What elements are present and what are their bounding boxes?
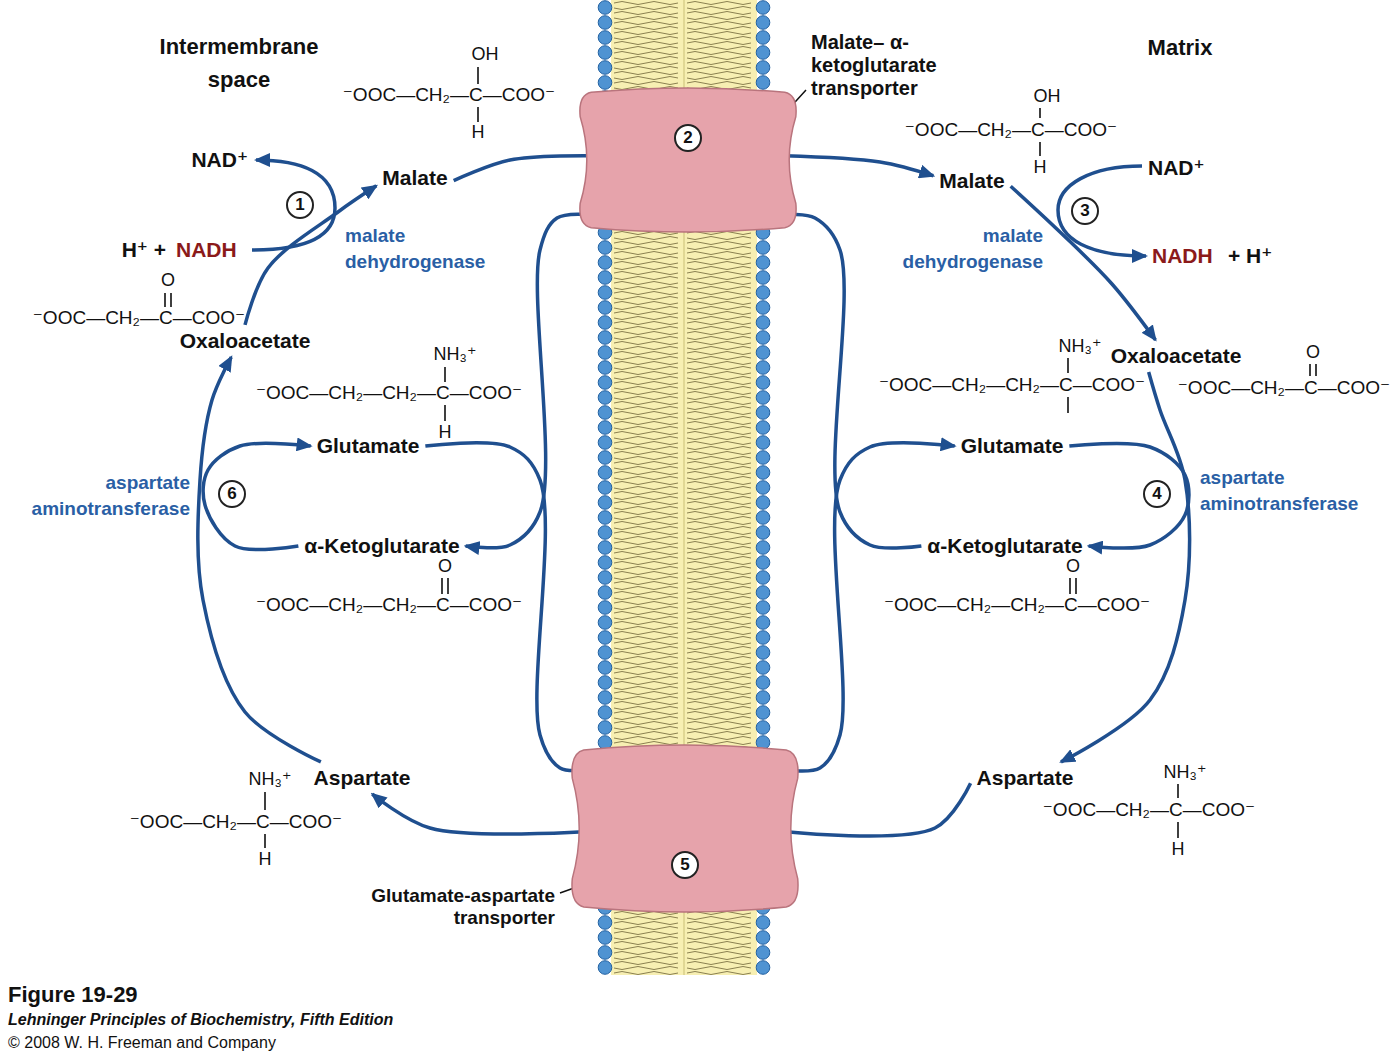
metabolite-name: Aspartate [977,766,1074,790]
metabolite: Oxaloacetate [1108,343,1245,369]
enzyme-name: aspartate aminotransferase [5,470,190,521]
substituent: H [1034,157,1047,179]
structural-formula: ⁻OOC—CH₂—C—COO⁻ [33,307,245,330]
metabolite: Glutamate [314,433,423,459]
metabolite: Oxaloacetate [177,328,314,354]
structural-formula: ⁻OOC—CH₂—C—COO⁻ [1178,377,1390,400]
structural-formula: ⁻OOC—CH₂—CH₂—C—COO⁻ [256,382,522,405]
substituent: O [438,556,452,578]
metabolite-name: α-Ketoglutarate [304,534,459,558]
transporter-shape [570,745,800,912]
substituent: H [439,422,452,444]
substituent: O [161,270,175,292]
cofactor: NAD⁺ [191,147,248,172]
reaction-arrow [786,443,955,771]
metabolite-name: Oxaloacetate [1111,344,1242,368]
substituent: H [472,122,485,144]
enzyme-name: aspartate aminotransferase [1200,465,1390,516]
copyright-note: © 2008 W. H. Freeman and Company [8,1033,276,1052]
cofactor: NADH [176,237,237,262]
metabolite-name: Glutamate [961,434,1064,458]
transporter-protein: 5Glutamate-aspartate transporter [570,745,800,912]
callout-number: 4 [1143,480,1171,508]
metabolite-name: Glutamate [317,434,420,458]
structural-formula: ⁻OOC—CH₂—CH₂—C—COO⁻ [884,594,1150,617]
metabolite: Aspartate [311,765,414,791]
cofactor: NADH [1152,243,1213,268]
reaction-arrow [466,214,592,548]
metabolite-name: α-Ketoglutarate [927,534,1082,558]
reaction-arrow [784,156,933,176]
callout-number: 3 [1071,197,1099,225]
metabolite: α-Ketoglutarate [301,533,462,559]
substituent: NH₃⁺ [1059,336,1102,358]
reaction-arrow [198,357,321,762]
reaction-arrow [786,783,971,836]
figure-number: Figure 19-29 [8,982,138,1008]
substituent: O [1066,556,1080,578]
source-credit: Lehninger Principles of Biochemistry, Fi… [8,1010,393,1029]
structural-formula: ⁻OOC—CH₂—C—COO⁻ [343,84,555,107]
metabolite: Malate [936,168,1007,194]
substituent: O [1306,342,1320,364]
callout-number: 6 [218,480,246,508]
structural-formula: ⁻OOC—CH₂—C—COO⁻ [905,119,1117,142]
metabolite-name: Malate [382,166,447,190]
substituent: NH₃⁺ [1164,762,1207,784]
reaction-arrow [1011,186,1156,340]
transporter-outline [580,88,796,232]
substituent: OH [472,44,499,66]
substituent: NH₃⁺ [434,344,477,366]
cofactor: NAD⁺ [1148,155,1205,180]
transporter-name: Malate– α-ketoglutarate transporter [811,31,986,100]
cofactor-arrow [252,160,335,250]
transporter-name: Glutamate-aspartate transporter [325,885,555,929]
cofactor: H⁺ + [122,237,166,262]
structural-formula: ⁻OOC—CH₂—CH₂—C—COO⁻ [256,594,522,617]
transporter-shape [578,88,798,232]
substituent: OH [1034,86,1061,108]
metabolite-name: Malate [939,169,1004,193]
reaction-arrow [454,156,592,181]
callout-number: 1 [286,191,314,219]
chemical-bonds [165,67,1316,848]
reaction-arrow [203,443,311,549]
region-heading: Matrix [1148,31,1213,64]
metabolite: Malate [379,165,450,191]
transporter-outline [572,745,798,912]
cofactor: + H⁺ [1228,243,1272,268]
substituent: H [1172,839,1185,861]
reaction-arrow [1069,443,1189,548]
reaction-arrow [372,794,584,834]
structural-formula: ⁻OOC—CH₂—C—COO⁻ [130,811,342,834]
substituent: H [259,849,272,871]
metabolite-name: Oxaloacetate [180,329,311,353]
reaction-arrow [784,214,921,548]
reaction-arrow [425,443,584,771]
enzyme-name: malate dehydrogenase [878,223,1043,274]
reaction-arrow [1061,372,1190,762]
enzyme-name: malate dehydrogenase [345,223,510,274]
transporter-protein: 2Malate– α-ketoglutarate transporter [578,88,798,232]
metabolite: Glutamate [958,433,1067,459]
region-heading: Intermembrane space [139,30,339,96]
callout-number: 2 [674,124,702,152]
callout-number: 5 [671,851,699,879]
metabolite-name: Aspartate [314,766,411,790]
structural-formula: ⁻OOC—CH₂—C—COO⁻ [1043,799,1255,822]
substituent: NH₃⁺ [249,769,292,791]
structural-formula: ⁻OOC—CH₂—CH₂—C—COO⁻ [879,374,1145,397]
reaction-arrow [245,186,376,325]
metabolite: α-Ketoglutarate [924,533,1085,559]
metabolite: Aspartate [974,765,1077,791]
